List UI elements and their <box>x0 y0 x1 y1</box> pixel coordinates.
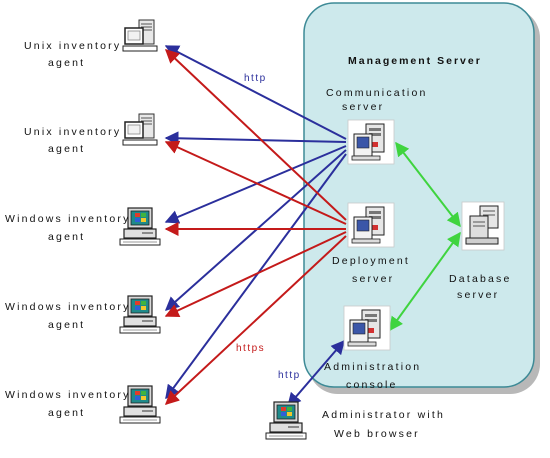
agent-label-line1: Windows inventory <box>5 301 131 313</box>
server-icon <box>343 305 391 351</box>
https-line-agent-4 <box>164 231 347 318</box>
unix-workstation-icon <box>122 19 158 52</box>
agent-label-line2: agent <box>48 319 85 331</box>
agent-label-line2: agent <box>48 407 85 419</box>
admin-http-link <box>287 339 345 408</box>
https-line-agent-2 <box>164 140 347 225</box>
http-line-agent-2 <box>164 131 347 146</box>
server-icon <box>347 202 395 248</box>
database-server: Database server <box>449 201 512 301</box>
administrator-label-line1: Administrator with <box>322 409 445 421</box>
db-link-administration <box>389 231 461 332</box>
agent-label-line2: agent <box>48 143 85 155</box>
https-connectors <box>164 49 347 405</box>
http-line-agent-1 <box>164 45 347 140</box>
administration-console: Administration console <box>324 305 421 391</box>
http-label-admin: http <box>278 370 301 381</box>
administration-console-label-line2: console <box>346 379 398 391</box>
management-server-group: Management Server <box>303 2 540 394</box>
http-connectors <box>164 45 347 400</box>
http-line-agent-5 <box>165 153 347 400</box>
administrator-label-line2: Web browser <box>334 428 420 440</box>
communication-server-label-line2: server <box>342 101 384 113</box>
agent-windows-1: Windows inventory agent <box>5 207 161 246</box>
administration-console-label-line1: Administration <box>324 361 421 373</box>
https-label-agents: https <box>236 343 265 354</box>
https-line-agent-5 <box>164 235 347 405</box>
agent-windows-3: Windows inventory agent <box>5 385 161 424</box>
agent-unix-1: Unix inventory agent <box>24 19 158 69</box>
agent-windows-2: Windows inventory agent <box>5 295 161 334</box>
administrator-client: Administrator with Web browser <box>265 401 445 440</box>
agent-label-line2: agent <box>48 231 85 243</box>
agent-label-line1: Unix inventory <box>24 40 121 52</box>
internal-connectors <box>389 141 461 332</box>
database-server-icon <box>461 201 505 251</box>
db-link-communication <box>395 141 461 228</box>
server-icon <box>347 119 395 165</box>
agent-label-line1: Windows inventory <box>5 213 131 225</box>
agent-label-line1: Windows inventory <box>5 389 131 401</box>
communication-server-label-line1: Communication <box>326 87 428 99</box>
database-server-label-line2: server <box>457 289 499 301</box>
https-line-agent-1 <box>164 49 347 221</box>
http-label-agents: http <box>244 73 267 84</box>
deployment-server: Deployment server <box>332 202 410 285</box>
windows-pc-icon <box>265 401 307 440</box>
management-server-title: Management Server <box>348 55 482 67</box>
agent-unix-2: Unix inventory agent <box>24 113 158 155</box>
communication-server: Communication server <box>326 87 428 165</box>
unix-workstation-icon <box>122 113 158 146</box>
agent-label-line2: agent <box>48 57 85 69</box>
deployment-server-label-line2: server <box>352 273 394 285</box>
database-server-label-line1: Database <box>449 273 512 285</box>
agent-label-line1: Unix inventory <box>24 126 121 138</box>
deployment-server-label-line1: Deployment <box>332 255 410 267</box>
